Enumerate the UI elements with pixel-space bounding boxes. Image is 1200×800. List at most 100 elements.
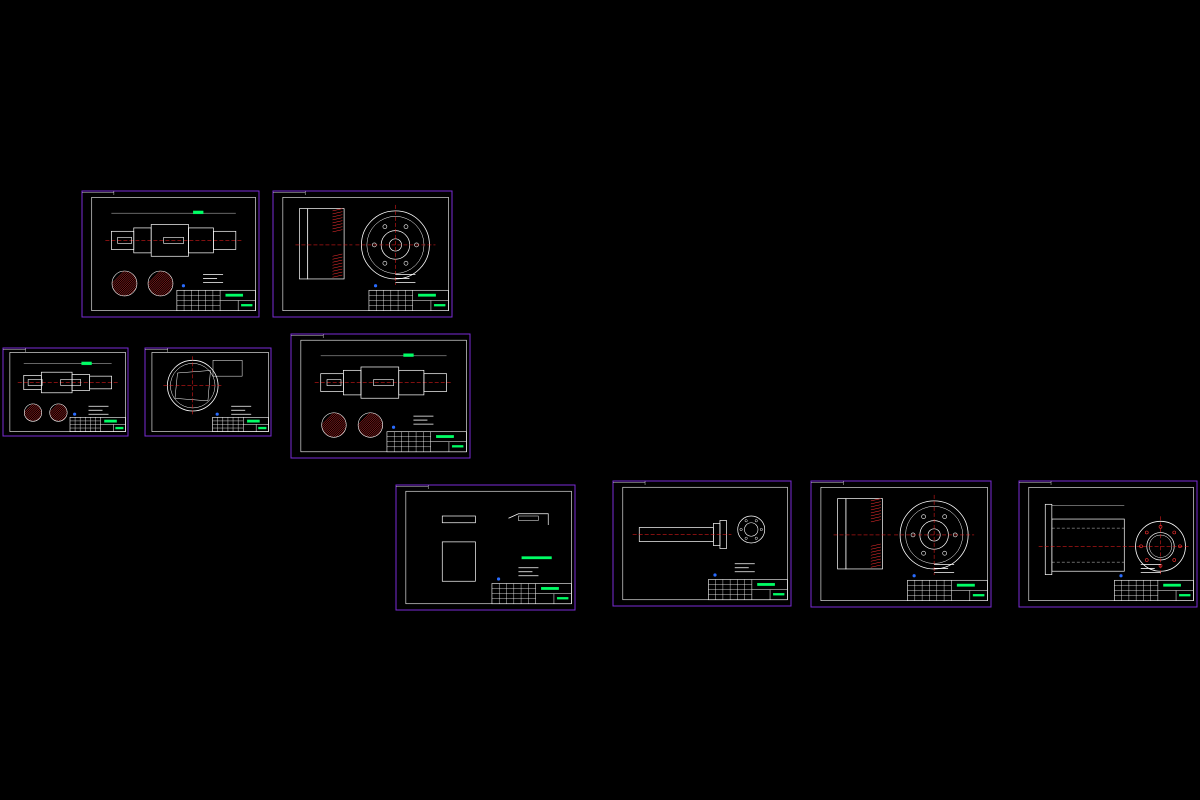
technical-notes — [203, 274, 224, 283]
title-block — [212, 417, 269, 432]
grip-point — [713, 573, 717, 577]
technical-notes — [88, 405, 109, 415]
bolt-hole — [1144, 530, 1149, 535]
drawing-frame — [820, 486, 988, 601]
sheet-border — [272, 190, 453, 318]
detail-view — [212, 360, 243, 377]
sheet-border — [290, 333, 471, 459]
tolerance-note — [521, 556, 552, 560]
pin-sheet — [612, 480, 792, 607]
keyway — [27, 379, 43, 386]
section-outline — [357, 412, 383, 438]
tolerance-note — [403, 353, 414, 357]
keyway — [326, 379, 342, 386]
bolt-hole — [921, 550, 926, 556]
section-view — [833, 498, 891, 570]
part-geometry — [1038, 503, 1191, 577]
bolt-hole — [739, 528, 743, 531]
wheel-sheet-2 — [810, 480, 992, 608]
title-block — [1114, 579, 1194, 602]
title-block — [386, 431, 467, 453]
part-geometry — [295, 204, 436, 285]
grip-point — [391, 425, 396, 429]
section-outline — [111, 270, 138, 297]
drawing-frame — [1028, 486, 1194, 601]
keyway — [163, 237, 184, 244]
bracket-view — [508, 513, 549, 525]
keyway — [60, 379, 81, 386]
sleeve-body — [1051, 518, 1125, 572]
title-block — [708, 579, 788, 601]
flange-sheet-1 — [272, 190, 453, 318]
bolt-hole — [403, 224, 409, 229]
bolt-hole — [1144, 558, 1149, 562]
shaft-step — [213, 230, 237, 250]
drawing-frame — [405, 490, 572, 605]
grip-point — [215, 412, 219, 416]
end-view — [737, 515, 766, 544]
bolt-hole — [1172, 530, 1177, 535]
plate-top — [441, 515, 476, 524]
title-block — [907, 579, 988, 602]
title-block — [69, 417, 126, 432]
grip-point — [1119, 574, 1123, 578]
sheet-border — [81, 190, 260, 318]
inscribed-outline — [174, 370, 211, 402]
front-view — [355, 204, 436, 285]
front-view — [894, 494, 975, 575]
technical-notes — [734, 563, 755, 573]
sheet-border — [2, 347, 129, 437]
part-geometry — [163, 356, 243, 416]
sheet-border — [612, 480, 792, 607]
bolt-hole — [754, 519, 758, 523]
grip-point — [73, 412, 77, 416]
drawing-frame — [91, 197, 256, 312]
shaft-step — [423, 373, 447, 392]
grip-point — [912, 574, 916, 578]
section-outline — [321, 412, 347, 438]
keyway — [373, 379, 394, 386]
section-outline — [23, 403, 43, 422]
section-outline — [147, 270, 174, 297]
part-geometry — [632, 515, 766, 549]
drawing-frame — [622, 486, 788, 601]
bolt-hole — [744, 536, 748, 540]
bolt-hole — [754, 536, 758, 540]
technical-notes — [395, 274, 416, 283]
shaft-sheet-3 — [290, 333, 471, 459]
drawing-frame — [282, 197, 449, 312]
title-block — [491, 583, 572, 605]
shaft-step — [89, 375, 112, 390]
bolt-hole — [1172, 558, 1177, 562]
sheet-border — [1018, 480, 1198, 608]
sleeve-sheet — [1018, 480, 1198, 608]
technical-notes — [231, 405, 252, 415]
drawing-frame — [151, 352, 269, 432]
grip-point — [373, 284, 378, 288]
section-outline — [49, 403, 68, 422]
grip-point — [181, 284, 186, 288]
grip-point — [496, 577, 501, 581]
technical-notes — [413, 415, 434, 425]
plate-front — [441, 541, 476, 582]
tolerance-note — [81, 361, 92, 366]
plate-sheet — [395, 484, 576, 611]
sheet-border — [395, 484, 576, 611]
part-geometry — [314, 353, 453, 438]
keyway — [117, 237, 132, 244]
bolt-hole — [759, 528, 763, 531]
title-block — [176, 289, 256, 311]
ring-sheet — [144, 347, 272, 437]
bolt-hole — [403, 260, 409, 266]
sheet-border — [810, 480, 992, 608]
drawing-sheets — [2, 190, 1198, 611]
bolt-hole — [942, 514, 947, 519]
sheet-border — [144, 347, 272, 437]
drawing-frame — [9, 352, 126, 432]
bolt-hole — [382, 224, 388, 229]
bolt-hole — [744, 519, 748, 523]
bolt-hole — [942, 550, 947, 556]
tolerance-note — [193, 210, 204, 215]
